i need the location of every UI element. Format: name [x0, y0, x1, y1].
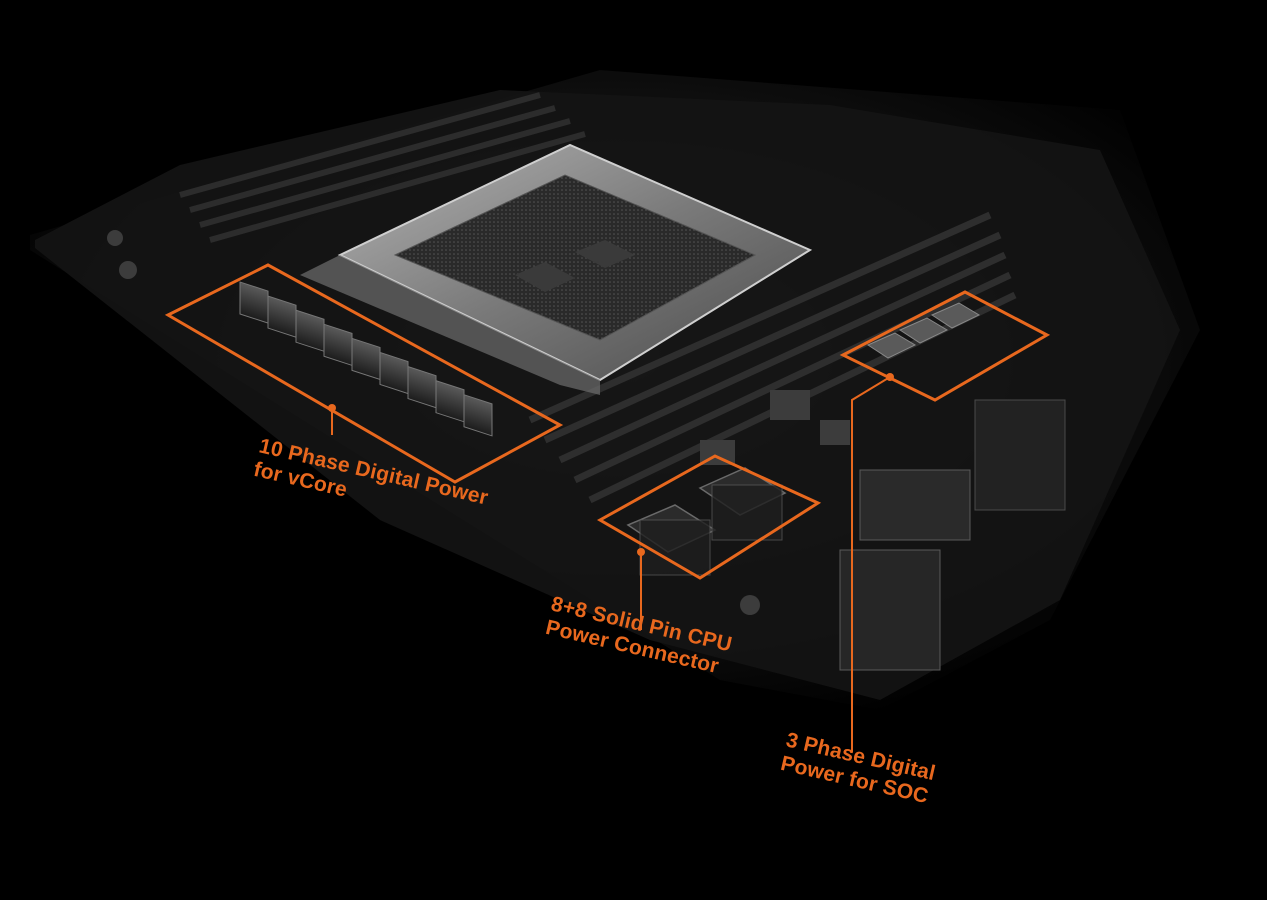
socket-chip-left: [515, 262, 575, 292]
rear-io: [839, 399, 1066, 671]
cpu-power-leader-dot: [637, 548, 645, 556]
memory-slots-left: [179, 92, 586, 243]
soc-vrm-chokes: [866, 302, 981, 359]
soc-label: 3 Phase Digital Power for SOC: [778, 728, 943, 809]
vcore-vrm-chokes: [239, 281, 493, 437]
soc-highlight-box: [839, 290, 1051, 402]
soc-leader-line: [851, 376, 891, 752]
socket-chip-right: [575, 240, 635, 268]
vcore-leader-dot: [328, 404, 336, 412]
soc-leader-dot: [886, 373, 894, 381]
cpu-power-highlight-box: [596, 454, 822, 580]
socket-retention-bracket: [300, 255, 600, 395]
vcore-highlight-box: [164, 263, 564, 484]
pcb-surface: [35, 90, 1180, 700]
socket-pin-area: [393, 174, 757, 341]
cpu-socket: [300, 143, 813, 395]
motherboard: [30, 70, 1200, 710]
cpu-power-connectors: [626, 467, 787, 576]
